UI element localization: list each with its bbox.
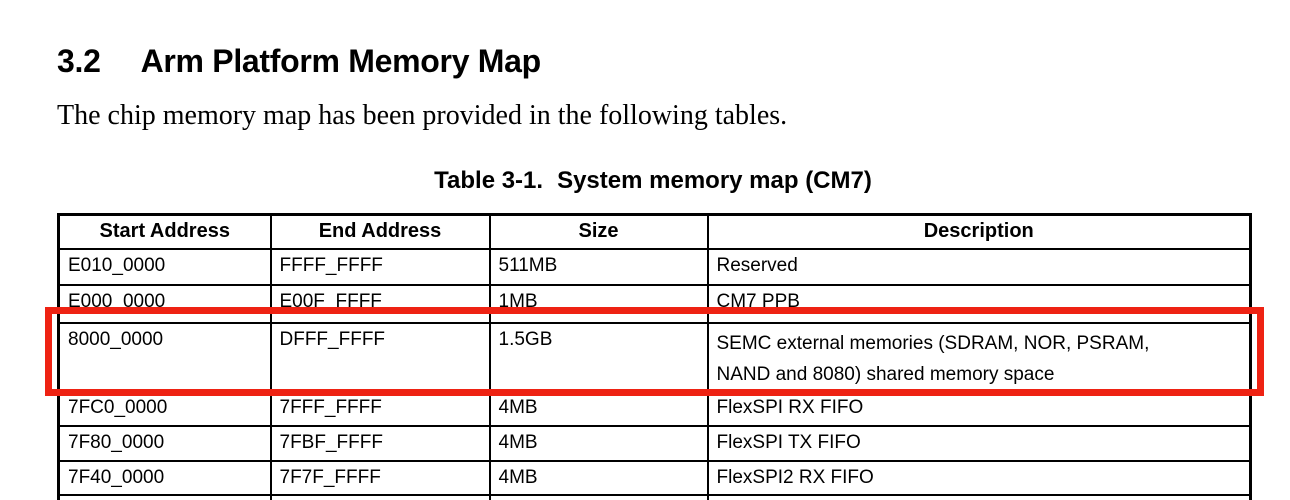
cell-description — [706, 493, 1252, 500]
cell-size: 1.5GB — [488, 321, 709, 392]
description-text: Reserved — [716, 254, 798, 276]
column-header-size: Size — [488, 213, 709, 250]
cell-start-address: 7F40_0000 — [57, 459, 272, 496]
cell-size: 1MB — [488, 283, 709, 324]
description-text: SEMC external memories (SDRAM, NOR, PSRA… — [716, 332, 1150, 385]
cell-end-address: FFFF_FFFF — [269, 247, 491, 286]
cell-description: CM7 PPB — [706, 283, 1252, 324]
cell-description: Reserved — [706, 247, 1252, 286]
section-heading: 3.2 Arm Platform Memory Map — [57, 43, 542, 79]
cell-end-address: E00F_FFFF — [269, 283, 491, 324]
cell-start-address: E010_0000 — [57, 247, 272, 286]
description-text: CM7 PPB — [716, 290, 800, 312]
cell-start-address: E000_0000 — [57, 283, 272, 324]
cell-size: 4MB — [488, 424, 709, 462]
cell-description: FlexSPI2 RX FIFO — [706, 459, 1252, 496]
table-caption: Table 3-1. System memory map (CM7) — [57, 167, 1249, 195]
description-text: FlexSPI TX FIFO — [716, 431, 861, 453]
cell-size — [488, 493, 709, 500]
highlight-rectangle — [45, 307, 1264, 396]
table-caption-label: Table 3-1. — [434, 167, 544, 194]
section-number: 3.2 — [57, 43, 101, 79]
cell-end-address — [269, 493, 491, 500]
table-header-row: Start Address End Address Size Descripti… — [57, 213, 1252, 250]
cell-description: FlexSPI TX FIFO — [706, 424, 1252, 462]
column-header-start-address: Start Address — [57, 213, 272, 250]
table-row: 7F40_0000 7F7F_FFFF 4MB FlexSPI2 RX FIFO — [57, 459, 1252, 496]
column-header-end-address: End Address — [269, 213, 491, 250]
table-row: E000_0000 E00F_FFFF 1MB CM7 PPB — [57, 283, 1252, 324]
section-title: Arm Platform Memory Map — [140, 43, 542, 79]
cell-start-address — [57, 493, 272, 500]
cell-start-address: 8000_0000 — [57, 321, 272, 392]
table-row-partial — [57, 493, 1252, 500]
cell-size: 511MB — [488, 247, 709, 286]
description-text: FlexSPI RX FIFO — [716, 396, 864, 418]
column-header-description: Description — [706, 213, 1252, 250]
table-row: 7F80_0000 7FBF_FFFF 4MB FlexSPI TX FIFO — [57, 424, 1252, 462]
table-row: E010_0000 FFFF_FFFF 511MB Reserved — [57, 247, 1252, 286]
intro-paragraph: The chip memory map has been provided in… — [57, 100, 788, 131]
cell-start-address: 7F80_0000 — [57, 424, 272, 462]
table-caption-title: System memory map (CM7) — [557, 167, 872, 194]
cell-size: 4MB — [488, 459, 709, 496]
cell-end-address: DFFF_FFFF — [269, 321, 491, 392]
cell-end-address: 7F7F_FFFF — [269, 459, 491, 496]
description-text: FlexSPI2 RX FIFO — [716, 466, 874, 488]
cell-end-address: 7FBF_FFFF — [269, 424, 491, 462]
